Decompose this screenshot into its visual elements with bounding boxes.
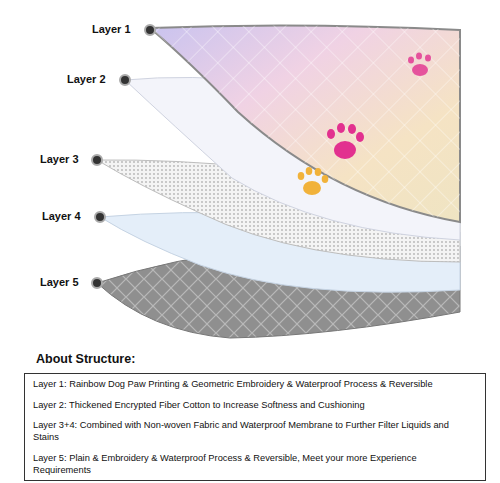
layer-label: Layer 5 <box>40 276 79 288</box>
layer-label: Layer 2 <box>67 73 106 85</box>
section-title: About Structure: <box>36 352 135 366</box>
layer-label: Layer 1 <box>92 23 131 35</box>
description-box: Layer 1: Rainbow Dog Paw Printing & Geom… <box>24 373 486 481</box>
description-line: Layer 5: Plain & Embroidery & Waterproof… <box>33 452 477 476</box>
description-line: Layer 3+4: Combined with Non-woven Fabri… <box>33 419 477 443</box>
layer-label: Layer 3 <box>40 153 79 165</box>
layer-label: Layer 4 <box>42 210 81 222</box>
paw-print <box>408 53 431 77</box>
description-line: Layer 2: Thickened Encrypted Fiber Cotto… <box>33 399 477 411</box>
description-line: Layer 1: Rainbow Dog Paw Printing & Geom… <box>33 378 477 390</box>
pointer-dot <box>92 25 155 288</box>
paw-print <box>327 123 364 159</box>
paw-print <box>298 167 329 195</box>
layer1-quilting <box>150 25 460 222</box>
layer1-sheet <box>150 25 460 222</box>
